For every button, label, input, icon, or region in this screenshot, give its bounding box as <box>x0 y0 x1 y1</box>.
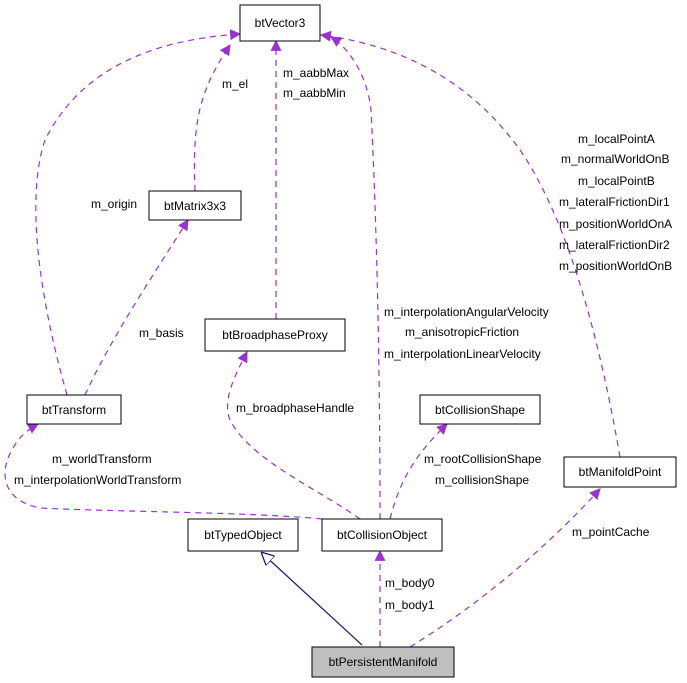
edge-inheritance <box>262 553 363 646</box>
nodes: btVector3 btMatrix3x3 btBroadphaseProxy … <box>26 4 677 678</box>
label-m_interpolationLinearVelocity: m_interpolationLinearVelocity <box>384 347 541 361</box>
node-label-btManifoldPoint: btManifoldPoint <box>579 465 662 479</box>
node-btCollisionObject[interactable]: btCollisionObject <box>321 518 443 552</box>
node-label-btBroadphaseProxy: btBroadphaseProxy <box>222 328 327 342</box>
label-m_lateralFrictionDir2: m_lateralFrictionDir2 <box>559 238 670 252</box>
label-m_interpolationAngularVelocity: m_interpolationAngularVelocity <box>384 305 549 319</box>
node-label-btCollisionObject: btCollisionObject <box>337 528 428 542</box>
edge-m_basis <box>84 219 189 396</box>
label-m_positionWorldOnB: m_positionWorldOnB <box>559 259 672 273</box>
edge-m_broadphaseHandle <box>226 351 361 520</box>
edge-m_el <box>193 44 231 192</box>
label-m_worldTransform: m_worldTransform <box>52 452 152 466</box>
edge-collision-shapes <box>389 423 448 520</box>
label-m_rootCollisionShape: m_rootCollisionShape <box>424 452 542 466</box>
node-btMatrix3x3[interactable]: btMatrix3x3 <box>148 190 242 221</box>
node-btBroadphaseProxy[interactable]: btBroadphaseProxy <box>204 318 346 352</box>
node-btCollisionShape[interactable]: btCollisionShape <box>419 394 541 425</box>
edges <box>4 29 621 648</box>
node-label-btTypedObject: btTypedObject <box>204 528 282 542</box>
label-m_positionWorldOnA: m_positionWorldOnA <box>559 217 672 231</box>
edge-labels: m_el m_aabbMax m_aabbMin m_origin m_basi… <box>14 66 672 612</box>
label-m_origin: m_origin <box>91 197 137 211</box>
node-btTypedObject[interactable]: btTypedObject <box>187 518 299 552</box>
label-m_broadphaseHandle: m_broadphaseHandle <box>236 401 354 415</box>
edge-manifold-points <box>319 30 621 458</box>
label-m_basis: m_basis <box>139 326 184 340</box>
label-m_lateralFrictionDir1: m_lateralFrictionDir1 <box>559 195 670 209</box>
label-m_interpolationWorldTransform: m_interpolationWorldTransform <box>14 473 181 487</box>
edge-velocities <box>330 36 381 520</box>
node-btPersistentManifold[interactable]: btPersistentManifold <box>311 646 455 678</box>
edge-m_origin <box>35 29 242 396</box>
node-label-btTransform: btTransform <box>42 403 106 417</box>
label-m_anisotropicFriction: m_anisotropicFriction <box>405 325 519 339</box>
label-m_collisionShape: m_collisionShape <box>435 473 529 487</box>
label-m_body1: m_body1 <box>385 598 435 612</box>
label-m_aabbMin: m_aabbMin <box>283 86 346 100</box>
label-m_localPointA: m_localPointA <box>578 132 655 146</box>
node-btVector3[interactable]: btVector3 <box>239 4 321 42</box>
label-m_normalWorldOnB: m_normalWorldOnB <box>561 152 669 166</box>
node-label-btVector3: btVector3 <box>255 16 306 30</box>
edge-transforms <box>4 423 323 520</box>
node-label-btCollisionShape: btCollisionShape <box>435 403 525 417</box>
edge-m_pointCache <box>409 488 601 648</box>
node-btTransform[interactable]: btTransform <box>26 394 122 425</box>
node-btManifoldPoint[interactable]: btManifoldPoint <box>563 456 677 488</box>
label-m_pointCache: m_pointCache <box>572 525 650 539</box>
label-m_localPointB: m_localPointB <box>578 174 655 188</box>
label-m_aabbMax: m_aabbMax <box>283 66 349 80</box>
node-label-btMatrix3x3: btMatrix3x3 <box>164 199 226 213</box>
node-label-btPersistentManifold: btPersistentManifold <box>329 655 438 669</box>
label-m_body0: m_body0 <box>385 576 435 590</box>
label-m_el: m_el <box>222 77 248 91</box>
